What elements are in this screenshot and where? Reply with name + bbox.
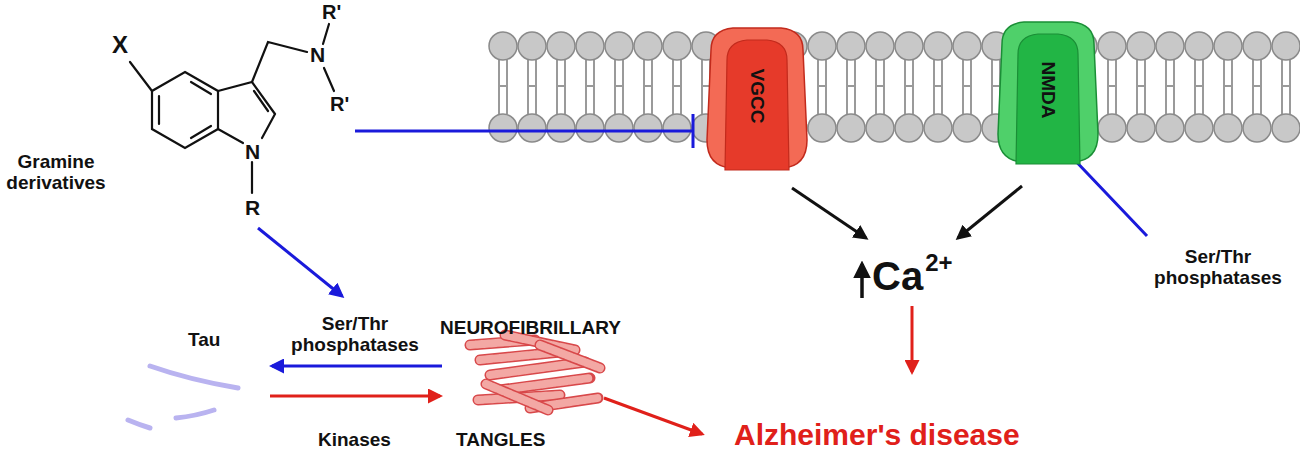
cause-arrow: [911, 306, 914, 372]
channel-label: VGCC: [746, 69, 768, 124]
vgcc-channel: VGCC: [703, 20, 811, 172]
ion-charge: 2+: [925, 250, 952, 276]
gramine-structure: [130, 24, 334, 193]
phosphorylation-arrow: [270, 395, 440, 398]
substituent-label: R: [245, 196, 260, 219]
dephosphorylation-arrow: [272, 365, 442, 368]
substituent-label: R': [322, 1, 341, 23]
ion-label: Ca: [872, 254, 923, 298]
inhibition-line: [355, 114, 693, 148]
flux-arrow: [792, 188, 866, 238]
atom-label: N: [310, 43, 325, 66]
enzyme-label: Ser/Thr phosphatases: [272, 314, 438, 356]
flux-arrow: [958, 186, 1022, 238]
lipid-bilayer: [489, 32, 1300, 142]
neurofibrillary-tangles: [470, 335, 600, 410]
enzyme-label: Ser/Thr phosphatases: [1140, 247, 1296, 289]
activation-arrow: [258, 228, 342, 296]
substituent-label: R': [330, 93, 349, 115]
tau-fibrils: [128, 366, 238, 428]
structure-label: TANGLES: [456, 430, 545, 451]
structure-label: NEUROFIBRILLARY: [440, 318, 621, 339]
nmda-receptor: NMDA: [994, 14, 1102, 166]
substituent-label: X: [112, 32, 128, 58]
compound-name: Gramine derivatives: [2, 152, 110, 194]
disease-label: Alzheimer's disease: [734, 418, 1020, 451]
cause-arrow: [604, 398, 702, 434]
protein-label: Tau: [188, 330, 220, 351]
increase-arrow: [860, 264, 864, 298]
channel-label: NMDA: [1037, 62, 1059, 119]
atom-label: N: [245, 140, 260, 163]
enzyme-label: Kinases: [318, 430, 391, 451]
